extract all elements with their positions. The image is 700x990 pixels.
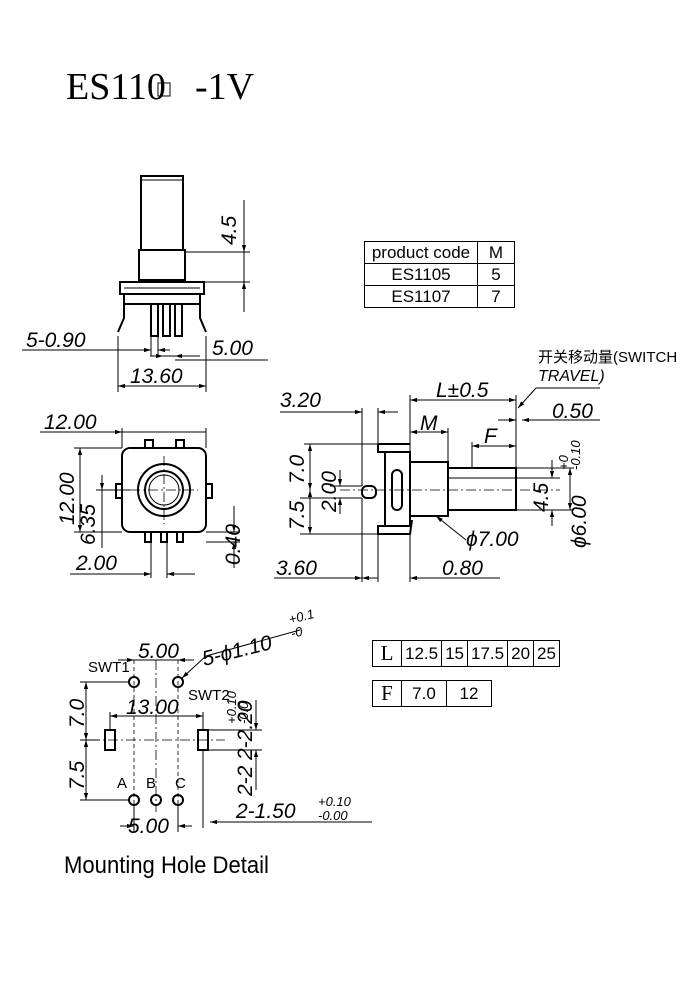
dim-side-flat: 4.5 — [530, 482, 553, 512]
title-part: ES110 — [66, 66, 166, 108]
table-row: L 12.5 15 17.5 20 25 — [372, 640, 560, 667]
dim-mount-holes: 5-ϕ1.10 — [200, 631, 275, 671]
label-switch-travel: 开关移动量(SWITCH — [538, 349, 677, 366]
cell-code: ES1107 — [364, 285, 478, 308]
dim-side-length: L±0.5 — [436, 379, 489, 402]
front-bushing — [138, 249, 186, 281]
table-row: ES1105 5 — [364, 263, 515, 286]
dim-top-width: 12.00 — [44, 411, 97, 434]
l-length-table: L 12.5 15 17.5 20 25 — [372, 640, 560, 667]
dim-mount-slot-w-tol-down: -0.0 — [236, 701, 251, 724]
dim-mount-slot-w: 2-2.20 — [234, 700, 257, 761]
dim-mount-v1: 7.0 — [66, 698, 89, 728]
dim-side-d2: 3.60 — [276, 557, 317, 580]
top-view: 12.00 12.00 6.35 2.00 0.40 — [40, 411, 245, 578]
f-label: F — [372, 680, 402, 707]
dim-side-d1: 3.20 — [280, 389, 321, 412]
dim-mount-slot-h: 2-2 — [234, 765, 257, 797]
cell-m: 5 — [477, 263, 515, 286]
dim-mount-slot-w-tol-up: +0.10 — [224, 690, 239, 724]
l-value: 20 — [507, 640, 535, 667]
dim-side-d3: 0.80 — [442, 557, 483, 580]
l-value: 25 — [533, 640, 560, 667]
label-pin-c: C — [175, 775, 186, 792]
dim-front-width: 13.60 — [130, 365, 183, 388]
dim-side-h1: 7.0 — [286, 454, 309, 484]
mounting-hole-caption: Mounting Hole Detail — [64, 852, 269, 879]
table-row: ES1107 7 — [364, 285, 515, 308]
f-length-table: F 7.0 12 — [372, 680, 492, 707]
dim-pin-count: 5-0.90 — [26, 329, 86, 352]
dim-side-shaft-dia: ϕ6.00 — [568, 495, 591, 548]
dim-mount-v2: 7.5 — [66, 760, 89, 790]
cell-code: ES1105 — [364, 263, 478, 286]
l-value: 15 — [441, 640, 469, 667]
label-switch-travel-2: TRAVEL) — [538, 368, 605, 385]
f-value: 7.0 — [401, 680, 447, 707]
dim-pin-pitch: 5.00 — [212, 337, 253, 360]
dim-top-offset-x: 2.00 — [75, 552, 117, 575]
cell-m: 7 — [477, 285, 515, 308]
drawing-title: ES110 -1V — [66, 66, 255, 108]
dim-side-m: M — [420, 412, 438, 435]
side-view: 3.20 L±0.5 开关移动量(SWITCH TRAVEL) 0.50 M F… — [274, 349, 677, 582]
header-product-code: product code — [364, 241, 478, 264]
front-pins — [117, 303, 207, 337]
label-swt1: SWT1 — [88, 659, 130, 676]
dim-mount-slot: 2-1.50 — [235, 800, 296, 823]
label-pin-b: B — [146, 775, 156, 792]
title-box-symbol — [157, 82, 171, 97]
dim-mount-swt-pitch: 5.00 — [138, 640, 179, 663]
l-label: L — [372, 640, 402, 667]
front-view: 4.5 5-0.90 5.00 13.60 — [22, 175, 268, 392]
side-bushing — [409, 461, 449, 517]
l-value: 12.5 — [400, 640, 443, 667]
header-m: M — [477, 241, 515, 264]
table-row: product code M — [364, 241, 515, 264]
dim-mount-slot-tol-down: -0.00 — [318, 808, 348, 823]
l-value: 17.5 — [467, 640, 509, 667]
dim-side-h3: 7.5 — [286, 500, 309, 530]
table-row: F 7.0 12 — [372, 680, 492, 707]
title-suffix: -1V — [195, 66, 255, 108]
dim-top-tab: 0.40 — [222, 524, 245, 565]
dim-shaft-height: 4.5 — [218, 215, 241, 245]
side-shaft — [447, 467, 517, 511]
label-swt2: SWT2 — [188, 687, 230, 704]
mounting-hole-view: 5.00 5-ϕ1.10 +0.1 -0 SWT1 SWT2 A B C 13.… — [66, 606, 372, 838]
f-value: 12 — [446, 680, 492, 707]
side-body — [377, 444, 413, 535]
front-shaft — [140, 175, 184, 251]
label-pin-a: A — [117, 775, 127, 792]
dim-side-travel: 0.50 — [552, 400, 593, 423]
dim-mount-span: 13.00 — [126, 696, 179, 719]
dim-mount-slot-tol-up: +0.10 — [318, 794, 352, 809]
dim-side-shaft-tol-up: +0 — [556, 454, 571, 470]
dim-mount-abc-pitch: 5.00 — [128, 815, 169, 838]
dim-side-shaft-tol-down: -0.10 — [568, 440, 583, 470]
dim-mount-holes-tol-up: +0.1 — [287, 606, 316, 627]
dim-side-bushing: ϕ7.00 — [466, 528, 519, 551]
dim-top-height: 12.00 — [56, 472, 79, 525]
dim-side-h2: 2.00 — [318, 471, 341, 513]
dim-side-f: F — [484, 425, 498, 448]
product-code-table: product code M ES1105 5 ES1107 7 — [364, 241, 515, 308]
dim-mount-holes-tol-down: -0 — [289, 623, 305, 641]
dim-top-offset-y: 6.35 — [77, 504, 100, 545]
